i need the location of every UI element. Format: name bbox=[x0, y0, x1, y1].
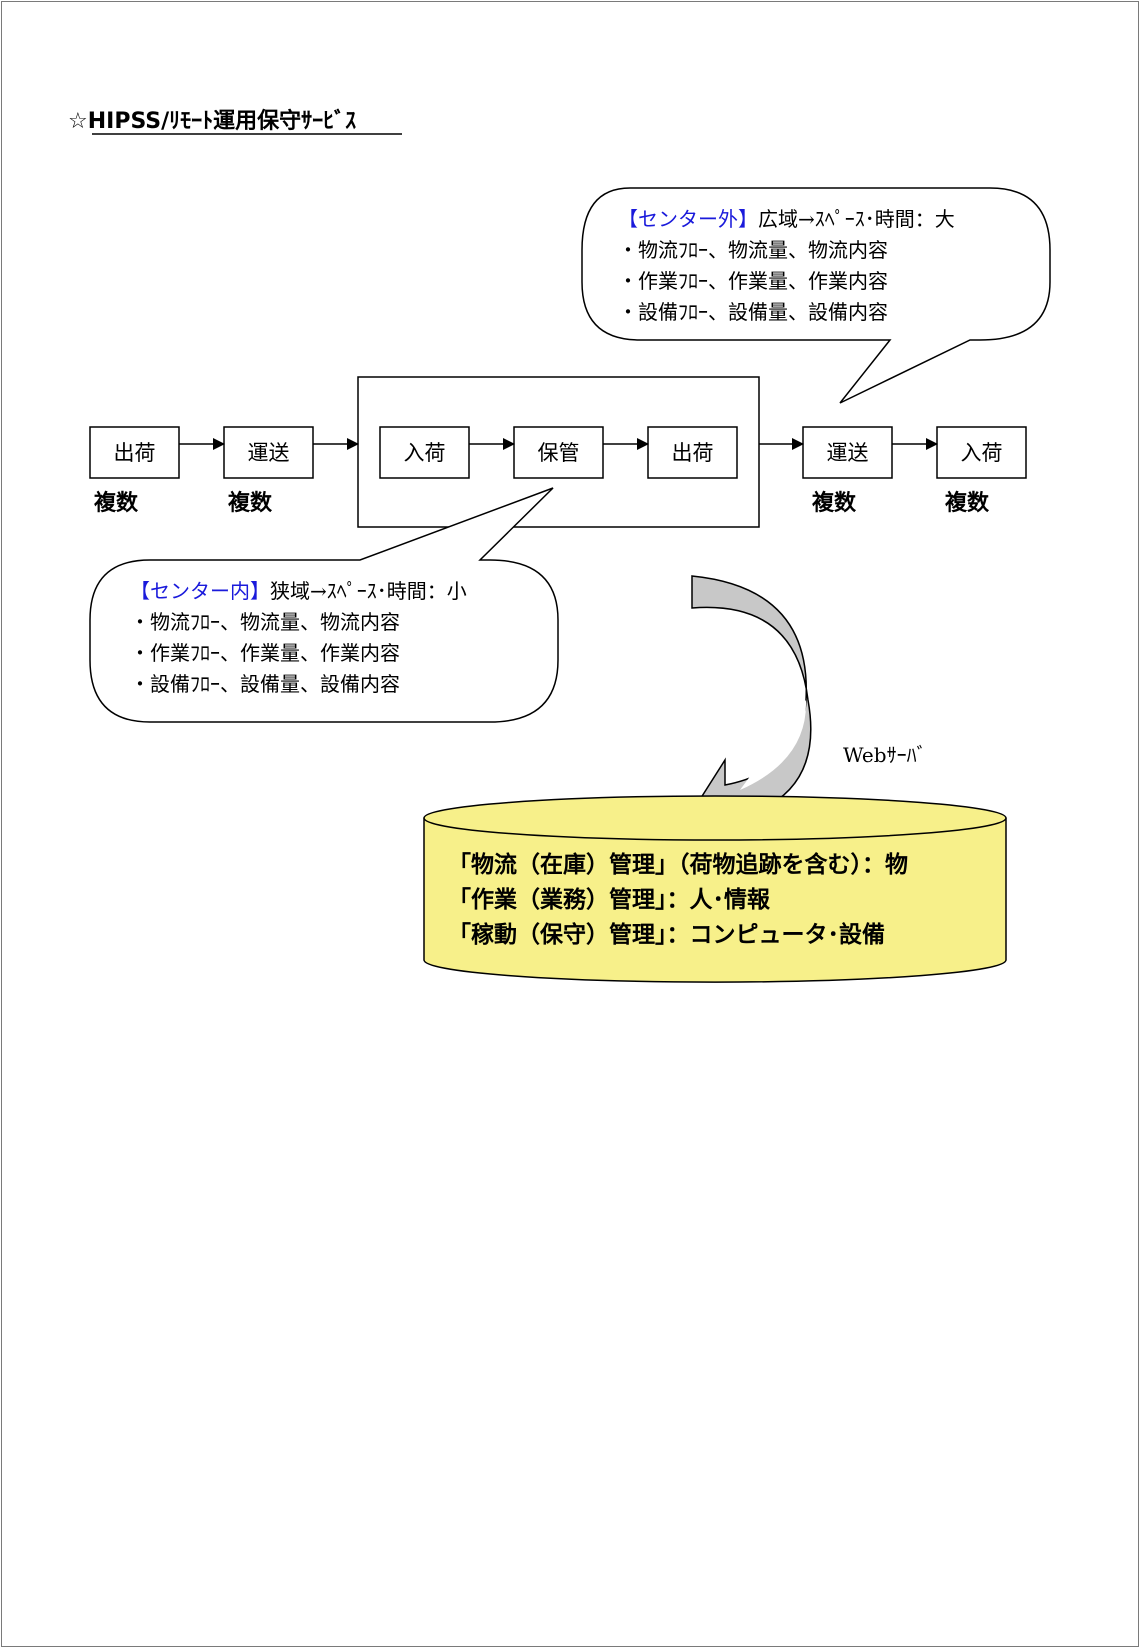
bubble-outside-head: 【センター外】 bbox=[618, 207, 758, 231]
flow-box-receive-right bbox=[936, 426, 1027, 479]
flow-box-receive-center bbox=[379, 426, 470, 479]
database-line: 「作業（業務）管理」：人･情報 bbox=[448, 886, 771, 913]
database-top bbox=[423, 795, 1007, 841]
flow-box-label: 運送 bbox=[827, 441, 869, 465]
bubble-inside-line: ・物流ﾌﾛｰ、物流量、物流内容 bbox=[130, 610, 400, 634]
bubble-outside-line: ・作業ﾌﾛｰ、作業量、作業内容 bbox=[618, 269, 888, 293]
flow-count-label: 複数 bbox=[945, 490, 990, 516]
flow-count-label: 複数 bbox=[94, 490, 139, 516]
flow-box-label: 出荷 bbox=[114, 441, 156, 465]
web-server-label: Webｻｰﾊﾞ bbox=[843, 743, 927, 767]
flow-box-transport-right bbox=[802, 426, 893, 479]
bubble-inside-rest: 狭域→ｽﾍﾟｰｽ･時間：小 bbox=[270, 579, 467, 603]
bubble-inside-shape bbox=[89, 487, 559, 723]
bubble-inside-heading: 【センター内】狭域→ｽﾍﾟｰｽ･時間：小 bbox=[130, 579, 467, 603]
bubble-outside-line: ・物流ﾌﾛｰ、物流量、物流内容 bbox=[618, 238, 888, 262]
flow-box-storage-center bbox=[513, 426, 604, 479]
flow-box-label: 保管 bbox=[538, 441, 580, 465]
flow-box-label: 運送 bbox=[248, 441, 290, 465]
bubble-inside-head: 【センター内】 bbox=[130, 579, 270, 603]
flow-box-ship-center bbox=[647, 426, 738, 479]
flow-box-label: 出荷 bbox=[672, 441, 714, 465]
flow-box-label: 入荷 bbox=[404, 441, 446, 465]
database-line: 「物流（在庫）管理」（荷物追跡を含む）：物 bbox=[448, 851, 908, 878]
database-cylinder bbox=[423, 818, 1007, 983]
flow-box-transport-left bbox=[223, 426, 314, 479]
bubble-inside-line: ・作業ﾌﾛｰ、作業量、作業内容 bbox=[130, 641, 400, 665]
center-container bbox=[357, 376, 760, 528]
database-line: 「稼動（保守）管理」：コンピュータ･設備 bbox=[448, 921, 885, 948]
flow-box-label: 入荷 bbox=[961, 441, 1003, 465]
bubble-outside-heading: 【センター外】広域→ｽﾍﾟｰｽ･時間：大 bbox=[618, 207, 955, 231]
bubble-outside-rest: 広域→ｽﾍﾟｰｽ･時間：大 bbox=[758, 207, 955, 231]
bubble-outside-line: ・設備ﾌﾛｰ、設備量、設備内容 bbox=[618, 300, 888, 324]
bubble-inside-line: ・設備ﾌﾛｰ、設備量、設備内容 bbox=[130, 672, 400, 696]
page-title: ☆HIPSS/ﾘﾓｰﾄ運用保守ｻｰﾋﾞｽ bbox=[68, 108, 356, 134]
flow-count-label: 複数 bbox=[812, 490, 857, 516]
flow-box-ship-left bbox=[89, 426, 180, 479]
curved-arrow-inner bbox=[740, 700, 807, 790]
flow-count-label: 複数 bbox=[228, 490, 273, 516]
bubble-outside-shape bbox=[581, 187, 1051, 404]
